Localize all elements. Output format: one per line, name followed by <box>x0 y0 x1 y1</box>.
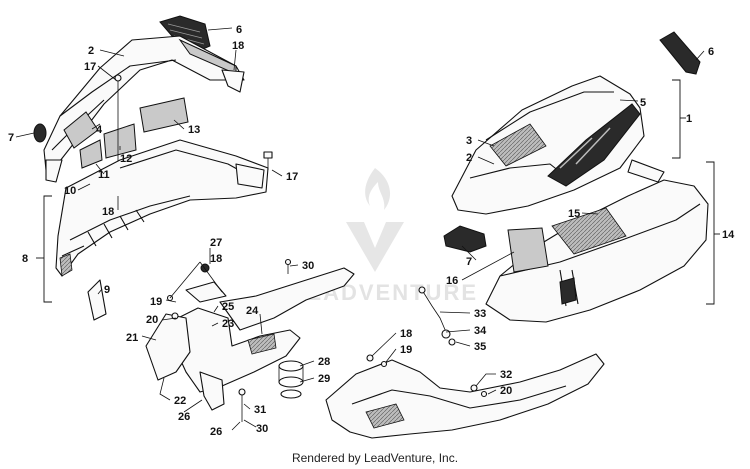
callout-19: 19 <box>150 296 162 308</box>
rail <box>219 267 355 331</box>
decal-12 <box>103 123 137 159</box>
callout-26: 26 <box>210 426 222 438</box>
vent-grille-right <box>659 31 701 75</box>
callout-25: 25 <box>222 301 234 313</box>
callout-2: 2 <box>88 45 94 57</box>
callout-20: 20 <box>500 385 512 397</box>
callout-35: 35 <box>474 341 486 353</box>
side-panel <box>43 35 245 171</box>
callout-23: 23 <box>222 318 234 330</box>
callout-7: 7 <box>466 256 472 268</box>
side-panel-right <box>451 75 645 215</box>
callout-1: 1 <box>686 113 692 125</box>
callouts: 6 18 2 17 7 4 13 12 11 10 17 18 8 27 18 … <box>8 24 735 438</box>
decal-13 <box>139 97 189 133</box>
callout-22: 22 <box>174 395 186 407</box>
vent-grille-right-lower <box>443 225 487 253</box>
side-shield <box>145 313 191 381</box>
callout-31: 31 <box>254 404 266 416</box>
decal-4 <box>63 111 99 149</box>
callout-20: 20 <box>146 314 158 326</box>
callout-2: 2 <box>466 152 472 164</box>
lower-side-panel-right <box>485 179 709 323</box>
upper-hood-assembly-left <box>33 15 273 277</box>
callout-27: 27 <box>210 237 222 249</box>
callout-18: 18 <box>210 253 222 265</box>
callout-14: 14 <box>722 229 735 241</box>
callout-29: 29 <box>318 373 330 385</box>
callout-33: 33 <box>474 308 486 320</box>
callout-4: 4 <box>96 124 103 136</box>
callout-32: 32 <box>500 369 512 381</box>
decal-16 <box>507 227 549 273</box>
callout-11: 11 <box>98 169 110 181</box>
callout-15: 15 <box>568 208 580 220</box>
upper-hood-assembly-right <box>443 31 720 323</box>
callout-6: 6 <box>708 46 714 58</box>
belly-pan <box>325 353 605 439</box>
callout-28: 28 <box>318 356 330 368</box>
callout-18: 18 <box>102 206 114 218</box>
lower-hood <box>55 139 269 277</box>
callout-12: 12 <box>120 153 132 165</box>
callout-18: 18 <box>400 328 412 340</box>
decal-11 <box>79 139 103 169</box>
callout-30: 30 <box>256 423 268 435</box>
footer-credit: Rendered by LeadVenture, Inc. <box>291 451 459 465</box>
belly-pan-assembly-right <box>325 286 605 439</box>
leader-lines <box>15 27 705 431</box>
callout-30: 30 <box>302 260 314 272</box>
callout-21: 21 <box>126 332 138 344</box>
callout-26: 26 <box>178 411 190 423</box>
callout-13: 13 <box>188 124 200 136</box>
callout-17: 17 <box>84 61 96 73</box>
callout-9: 9 <box>104 284 110 296</box>
callout-16: 16 <box>446 275 458 287</box>
belly-pan-assembly-left <box>87 258 355 422</box>
callout-19: 19 <box>400 344 412 356</box>
callout-18: 18 <box>232 40 244 52</box>
callout-17: 17 <box>286 171 298 183</box>
belly-bracket <box>169 307 301 393</box>
callout-10: 10 <box>64 185 76 197</box>
callout-24: 24 <box>246 305 259 317</box>
callout-8: 8 <box>22 253 28 265</box>
callout-34: 34 <box>474 325 487 337</box>
callout-5: 5 <box>640 97 646 109</box>
callout-6: 6 <box>236 24 242 36</box>
callout-3: 3 <box>466 135 472 147</box>
callout-7: 7 <box>8 132 14 144</box>
